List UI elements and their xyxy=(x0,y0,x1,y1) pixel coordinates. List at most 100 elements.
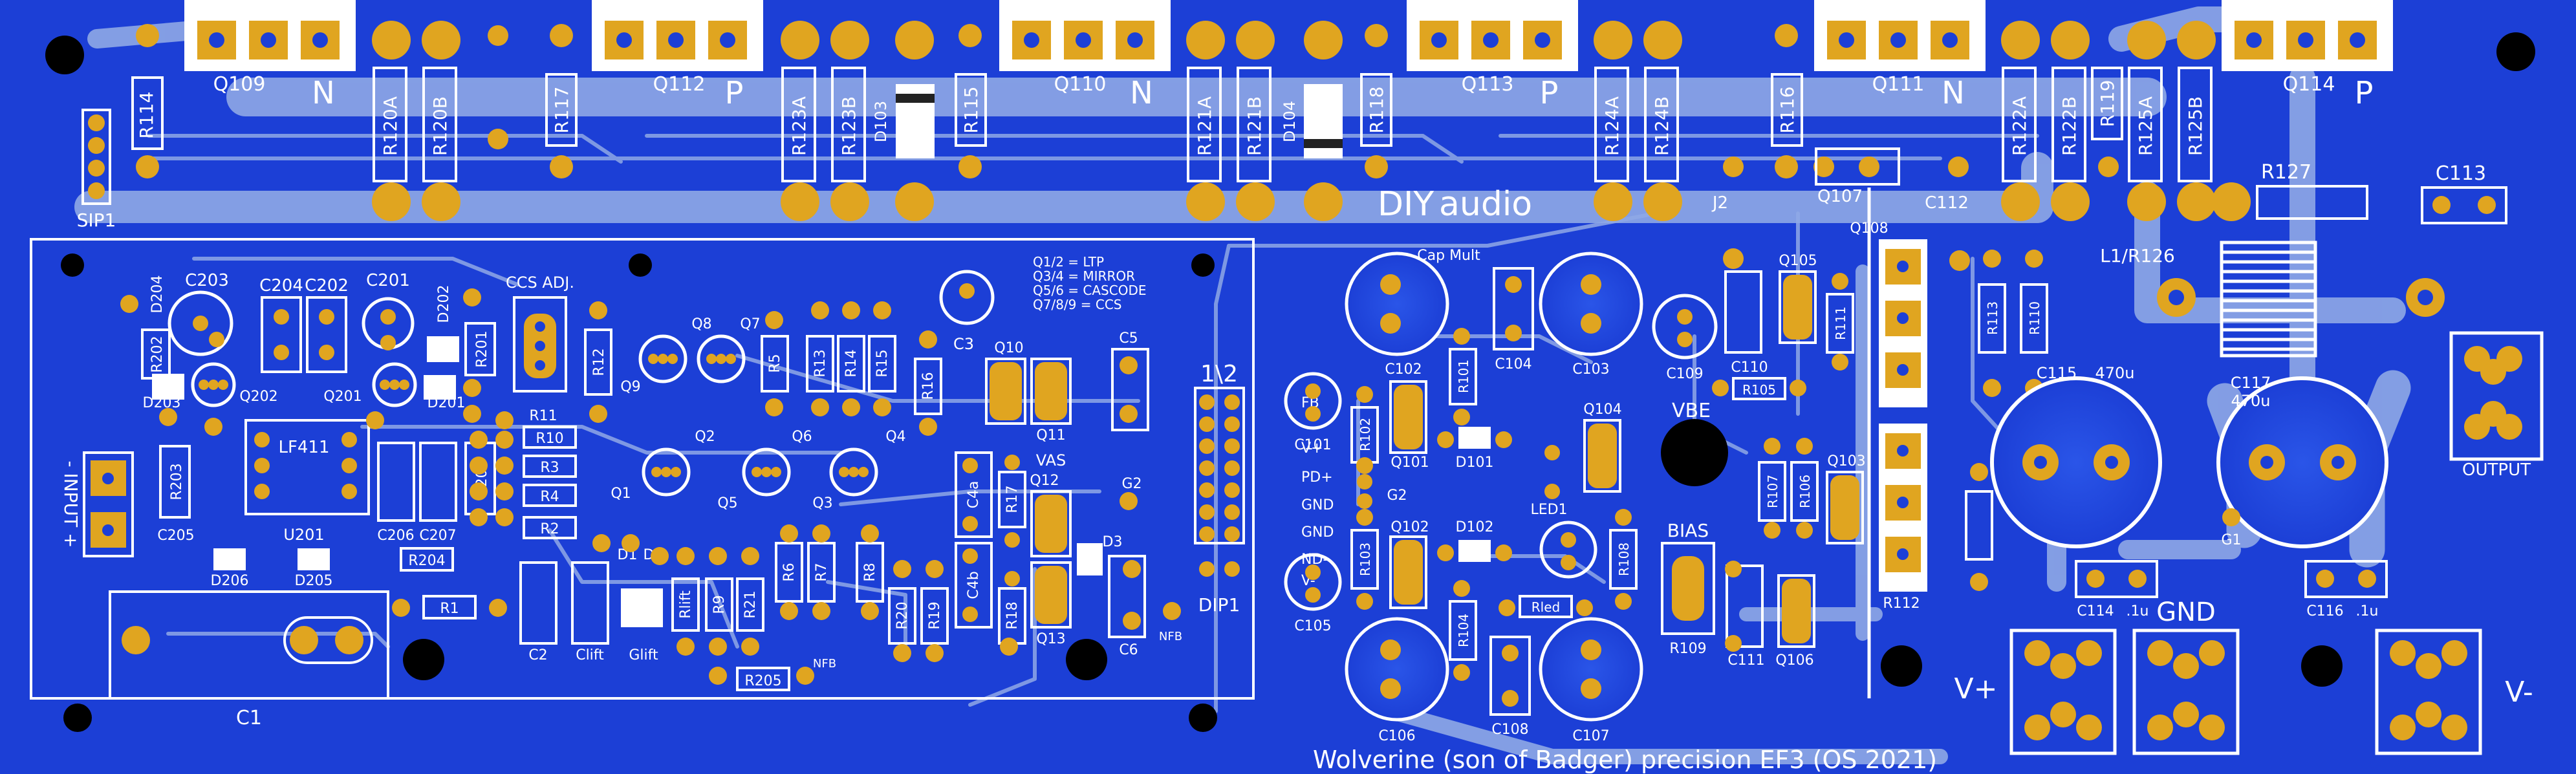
r21-label: R21 xyxy=(742,590,759,618)
r11-label: R11 xyxy=(529,408,557,424)
output-label: OUTPUT xyxy=(2462,460,2531,480)
dip-pin-gnd-1: GND xyxy=(1301,497,1334,513)
r116-label: R116 xyxy=(1777,87,1798,134)
r12-label: R12 xyxy=(591,348,607,376)
r203-label: R203 xyxy=(169,463,185,500)
vas-block: Q10 Q11 VAS Q12 Q13 C4a C4b R17 R18 R19 … xyxy=(519,330,1182,671)
r104-label: R104 xyxy=(1456,614,1471,647)
dip-pin-vplus: V+ xyxy=(1301,440,1323,457)
logo-audio: audio xyxy=(1439,185,1532,224)
q3-label: Q3 xyxy=(812,495,832,511)
q109-label: Q109 xyxy=(213,73,266,96)
d104-label: D104 xyxy=(1281,101,1299,142)
q106-label: Q106 xyxy=(1775,652,1813,669)
driver-section: Cap Mult C102 C103 C104 R101 C101 R102 Q… xyxy=(1284,248,1866,744)
q10-label: Q10 xyxy=(994,340,1023,356)
c4a-label: C4a xyxy=(966,481,982,509)
q104-label: Q104 xyxy=(1583,402,1621,418)
q103-label: Q103 xyxy=(1827,453,1865,469)
r9-label: R9 xyxy=(711,595,728,614)
g2-driver-label: G2 xyxy=(1387,488,1407,504)
ccs-adj-label: CCS ADJ. xyxy=(506,274,574,292)
c2-label: C2 xyxy=(528,647,547,663)
c114-value: .1u xyxy=(2127,603,2149,619)
r105-label: R105 xyxy=(1742,382,1776,398)
r111-label: R111 xyxy=(1833,306,1848,340)
q1-label: Q1 xyxy=(611,486,631,502)
d103-label: D103 xyxy=(872,101,890,142)
d205-label: D205 xyxy=(295,573,333,589)
front-end-pads xyxy=(120,288,1181,685)
c113-label: C113 xyxy=(2436,162,2486,185)
q8-label: Q8 xyxy=(691,316,711,332)
board-title: Wolverine (son of Badger) precision EF3 … xyxy=(1313,746,1937,774)
vminus-terminal-label: V- xyxy=(2505,676,2533,709)
r127-label: R127 xyxy=(2261,161,2311,184)
r114-label: R114 xyxy=(136,92,157,139)
r13-label: R13 xyxy=(812,349,828,377)
q114-type: P xyxy=(2355,75,2374,111)
c204-label: C204 xyxy=(259,276,303,296)
q2-label: Q2 xyxy=(695,429,715,445)
r103-label: R103 xyxy=(1358,543,1373,576)
r204-label: R204 xyxy=(408,553,445,569)
r120b-label: R120B xyxy=(429,96,451,156)
r122a-label: R122A xyxy=(2009,96,2030,156)
r113-label: R110 xyxy=(2027,301,2042,335)
small-pads xyxy=(136,24,2119,271)
r123b-label: R123B xyxy=(838,96,860,156)
d102-label: D102 xyxy=(1456,519,1494,535)
r16-label: R16 xyxy=(920,372,936,400)
q112-type: P xyxy=(725,75,744,111)
gnd-terminal-label: GND xyxy=(2156,597,2216,627)
c104-label: C104 xyxy=(1495,356,1532,372)
input-connector: - INPUT + xyxy=(60,451,134,557)
r205-label: R205 xyxy=(744,673,781,689)
psu-section: L1/R126 C115 470u C117 470u C114 xyxy=(1954,241,2544,755)
c202-label: C202 xyxy=(305,276,349,296)
c1-label: C1 xyxy=(236,707,262,729)
q101-label: Q101 xyxy=(1391,455,1429,471)
output-transistor-q111: Q111 N xyxy=(1814,0,1986,111)
j-c112-r127-area: J2 C112 Q107 R127 C113 xyxy=(1711,147,2507,269)
q202-label: Q202 xyxy=(239,389,277,405)
c115-value: 470u xyxy=(2095,364,2134,382)
r121a-label: R121A xyxy=(1194,96,1215,156)
r107-label: R107 xyxy=(1765,475,1780,508)
vbe-sensor-hole xyxy=(1661,419,1728,486)
dip-pin-gnd-2: GND xyxy=(1301,524,1334,541)
c116-value: .1u xyxy=(2356,603,2379,619)
c117-value: 470u xyxy=(2231,392,2270,410)
output-diodes: D103 D104 xyxy=(872,84,1343,158)
q7-label: Q7 xyxy=(740,316,760,332)
output-transistor-q109: Q109 N xyxy=(184,0,356,111)
r122b-label: R122B xyxy=(2059,96,2080,156)
driver-pads xyxy=(1356,273,1848,681)
r125b-label: R125B xyxy=(2185,96,2206,156)
g1-label: G1 xyxy=(2221,532,2241,548)
output-transistor-q113: Q113 P xyxy=(1407,0,1578,111)
c114-label: C114 xyxy=(2077,603,2114,619)
c112-label: Q107 xyxy=(1817,187,1863,206)
c115-label: C115 xyxy=(2037,364,2077,382)
q107-label: Q108 xyxy=(1850,220,1888,237)
cap-mult-label: Cap Mult xyxy=(1417,248,1480,264)
q111-label: Q111 xyxy=(1872,73,1925,96)
diyaudio-logo: DIY audio xyxy=(1378,185,1532,224)
q110-label: Q110 xyxy=(1054,73,1107,96)
q108-label: R112 xyxy=(1883,596,1920,612)
driver-transistors: Q108 R112 R113 R110 xyxy=(1850,220,2048,612)
c203-label: C203 xyxy=(185,271,229,290)
r101-label: R101 xyxy=(1456,360,1471,393)
output-transistor-q112: Q112 P xyxy=(592,0,763,111)
q201-label: Q201 xyxy=(323,389,362,405)
c102-label: C102 xyxy=(1385,361,1422,378)
q9-label: Q9 xyxy=(620,379,640,395)
output-transistor-q114: Q114 P xyxy=(2222,0,2393,111)
vas-label: VAS xyxy=(1036,451,1066,469)
rlift-label: Rlift xyxy=(678,590,694,619)
q13-label: Q13 xyxy=(1036,631,1065,647)
output-transistors: Q109 N Q112 P Q110 N Q113 P xyxy=(184,0,2393,111)
r121b-label: R121B xyxy=(1244,96,1265,156)
large-pads xyxy=(372,21,2251,221)
